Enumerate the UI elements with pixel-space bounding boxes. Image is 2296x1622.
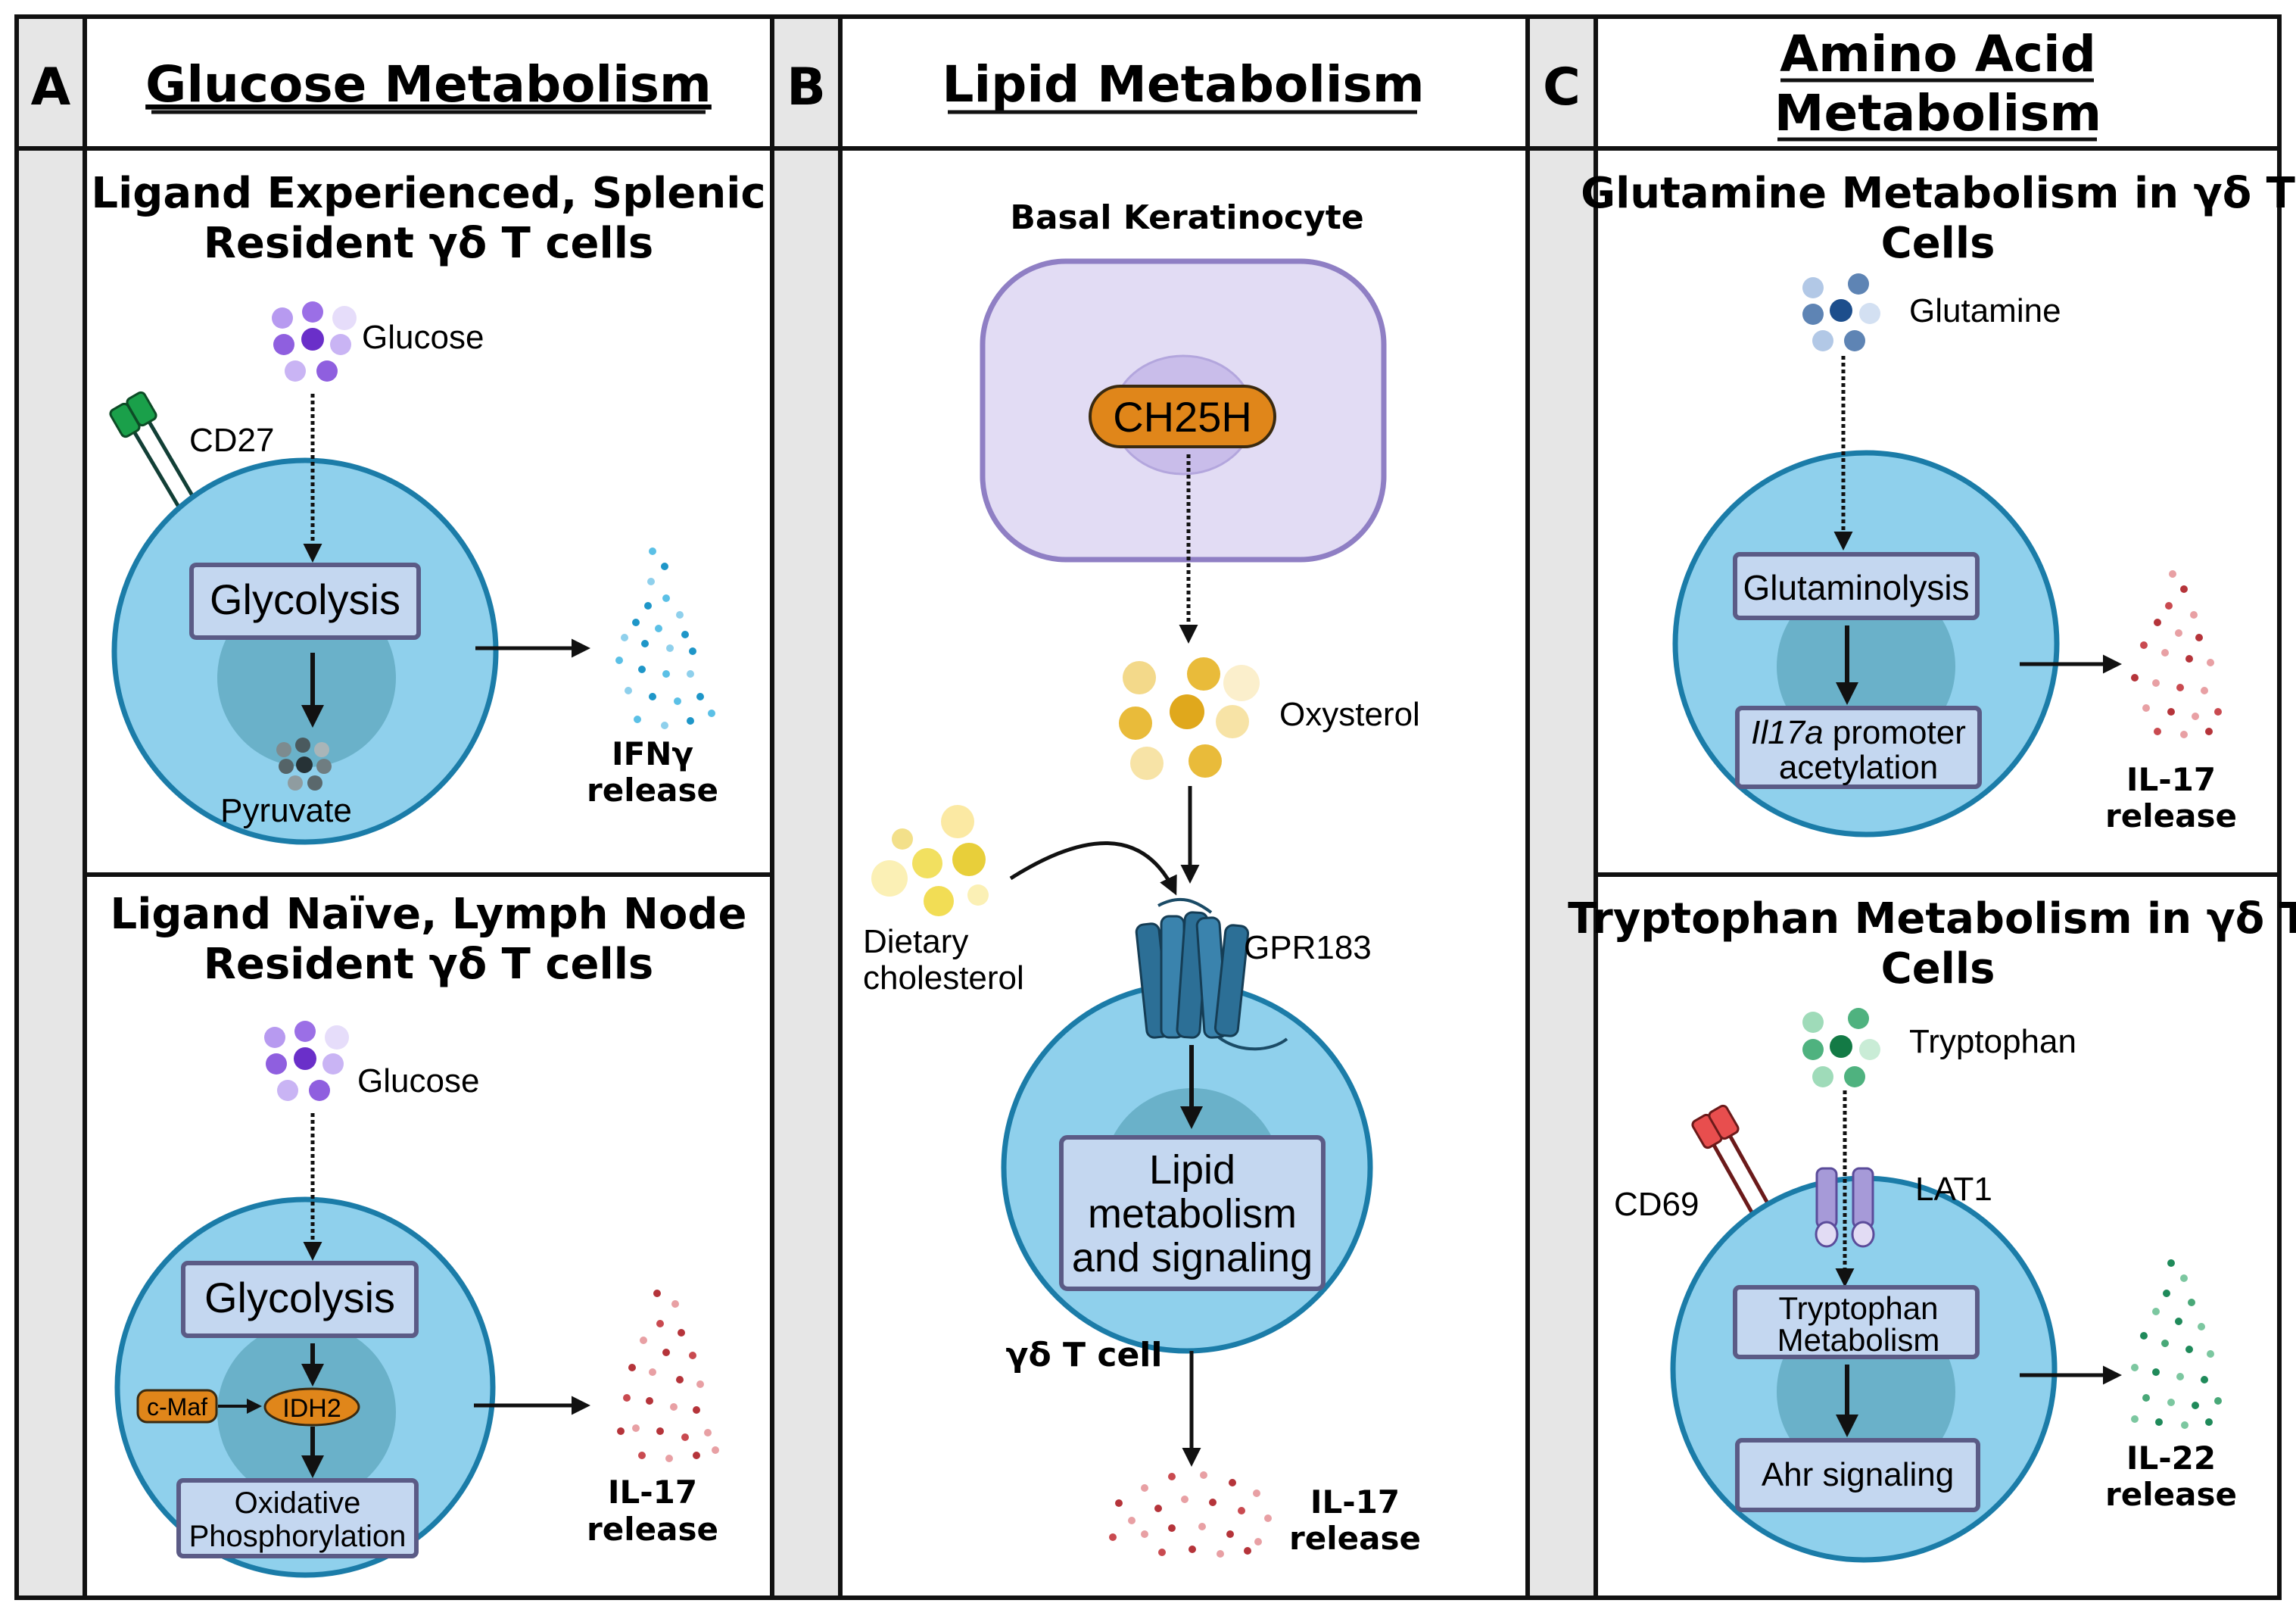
c-bottom-title-line1: Tryptophan Metabolism in γδ T bbox=[1568, 894, 2296, 944]
a-bottom-output-line2: release bbox=[587, 1511, 718, 1548]
glutamine-cluster-icon bbox=[1802, 273, 1880, 351]
ch25h-enzyme: CH25H bbox=[1113, 393, 1252, 441]
panel-b-title: Lipid Metabolism bbox=[942, 55, 1424, 114]
cd69-label: CD69 bbox=[1614, 1186, 1699, 1223]
lipid-line1: Lipid bbox=[1149, 1147, 1235, 1193]
panel-letter-c: C bbox=[1543, 58, 1581, 117]
il22-cytokine-spray-icon bbox=[2131, 1259, 2222, 1429]
c-top-title-line1: Glutamine Metabolism in γδ T bbox=[1581, 169, 2295, 218]
a-bottom-output-line1: IL-17 bbox=[608, 1474, 697, 1511]
c-bottom-output-line2: release bbox=[2105, 1476, 2237, 1513]
a-top-cell bbox=[111, 457, 499, 845]
a-bottom-glucose-label: Glucose bbox=[357, 1062, 479, 1100]
cd69-receptor-icon bbox=[1691, 1104, 1777, 1224]
il17a-promoter-line: Il17a promoter bbox=[1751, 714, 1966, 751]
panel-c-title-line2: Metabolism bbox=[1774, 84, 2101, 142]
lipid-line3: and signaling bbox=[1072, 1235, 1313, 1280]
c-maf-factor: c-Maf bbox=[147, 1393, 207, 1421]
cd27-receptor-icon bbox=[109, 391, 201, 513]
glutaminolysis: Glutaminolysis bbox=[1743, 568, 1969, 607]
c-top-output-line1: IL-17 bbox=[2126, 761, 2216, 798]
il17-cytokine-spray-icon bbox=[2131, 570, 2222, 738]
a-top-glucose-label: Glucose bbox=[362, 319, 484, 356]
il17-cytokine-spray-icon bbox=[617, 1290, 719, 1462]
tryptophan-metabolism-line1: Tryptophan bbox=[1779, 1290, 1939, 1326]
gpr183-receptor-icon bbox=[1135, 897, 1288, 1051]
c-bottom-output-line1: IL-22 bbox=[2126, 1440, 2216, 1477]
idh2-enzyme: IDH2 bbox=[282, 1394, 341, 1423]
cholesterol-cluster-icon bbox=[871, 805, 989, 916]
panel-c-title-line1: Amino Acid bbox=[1780, 25, 2096, 83]
ahr-signaling: Ahr signaling bbox=[1762, 1456, 1954, 1493]
tryptophan-cluster-icon bbox=[1802, 1008, 1880, 1087]
c-top-output-line2: release bbox=[2105, 797, 2237, 834]
a-bottom-title-line2: Resident γδ T cells bbox=[204, 940, 654, 989]
panel-a-title: Glucose Metabolism bbox=[145, 55, 712, 114]
glucose-cluster-icon bbox=[264, 1021, 349, 1101]
dietary-line1: Dietary bbox=[863, 923, 968, 960]
panel-letter-a: A bbox=[31, 58, 71, 117]
lat1-transporter-icon bbox=[1815, 1167, 1875, 1248]
panel-frame bbox=[14, 14, 2282, 1600]
a-top-cd27-label: CD27 bbox=[189, 422, 275, 459]
il17-cytokine-spray-icon bbox=[1109, 1471, 1272, 1558]
a-top-title-line1: Ligand Experienced, Splenic bbox=[91, 169, 765, 218]
a-top-output-line1: IFNγ bbox=[612, 735, 693, 772]
tryptophan-label: Tryptophan bbox=[1909, 1023, 2076, 1060]
acetylation-label: acetylation bbox=[1779, 749, 1938, 786]
a-top-output-line2: release bbox=[587, 772, 718, 809]
c-top-title-line2: Cells bbox=[1881, 219, 1995, 268]
oxphos-line2: Phosphorylation bbox=[189, 1520, 407, 1553]
b-output-line2: release bbox=[1289, 1520, 1421, 1557]
pyruvate-cluster-icon bbox=[276, 738, 332, 791]
promoter-word: promoter bbox=[1824, 714, 1966, 751]
glucose-cluster-icon bbox=[272, 301, 357, 382]
a-bottom-glycolysis: Glycolysis bbox=[204, 1274, 395, 1321]
lipid-line2: metabolism bbox=[1088, 1191, 1297, 1237]
basal-keratinocyte-label: Basal Keratinocyte bbox=[1010, 198, 1363, 237]
a-top-title-line2: Resident γδ T cells bbox=[204, 219, 654, 268]
oxphos-line1: Oxidative bbox=[235, 1486, 361, 1520]
dietary-line2: cholesterol bbox=[863, 959, 1024, 997]
a-bottom-title-line1: Ligand Naïve, Lymph Node bbox=[111, 890, 747, 939]
a-top-glycolysis: Glycolysis bbox=[210, 575, 400, 623]
a-top-pyruvate: Pyruvate bbox=[220, 792, 352, 829]
gt-cell-label: γδ T cell bbox=[1006, 1336, 1163, 1374]
panel-letter-b: B bbox=[787, 58, 826, 117]
b-output-line1: IL-17 bbox=[1310, 1483, 1400, 1521]
glutamine-label: Glutamine bbox=[1909, 292, 2061, 329]
lat1-label: LAT1 bbox=[1915, 1171, 1992, 1208]
oxysterol-cluster-icon bbox=[1119, 657, 1260, 780]
oxysterol-label: Oxysterol bbox=[1279, 696, 1420, 733]
c-bottom-title-line2: Cells bbox=[1881, 944, 1995, 993]
tryptophan-metabolism-line2: Metabolism bbox=[1777, 1322, 1940, 1358]
il17a-gene: Il17a bbox=[1751, 714, 1823, 751]
ifng-cytokine-spray-icon bbox=[615, 547, 715, 729]
gpr183-label: GPR183 bbox=[1244, 929, 1372, 966]
